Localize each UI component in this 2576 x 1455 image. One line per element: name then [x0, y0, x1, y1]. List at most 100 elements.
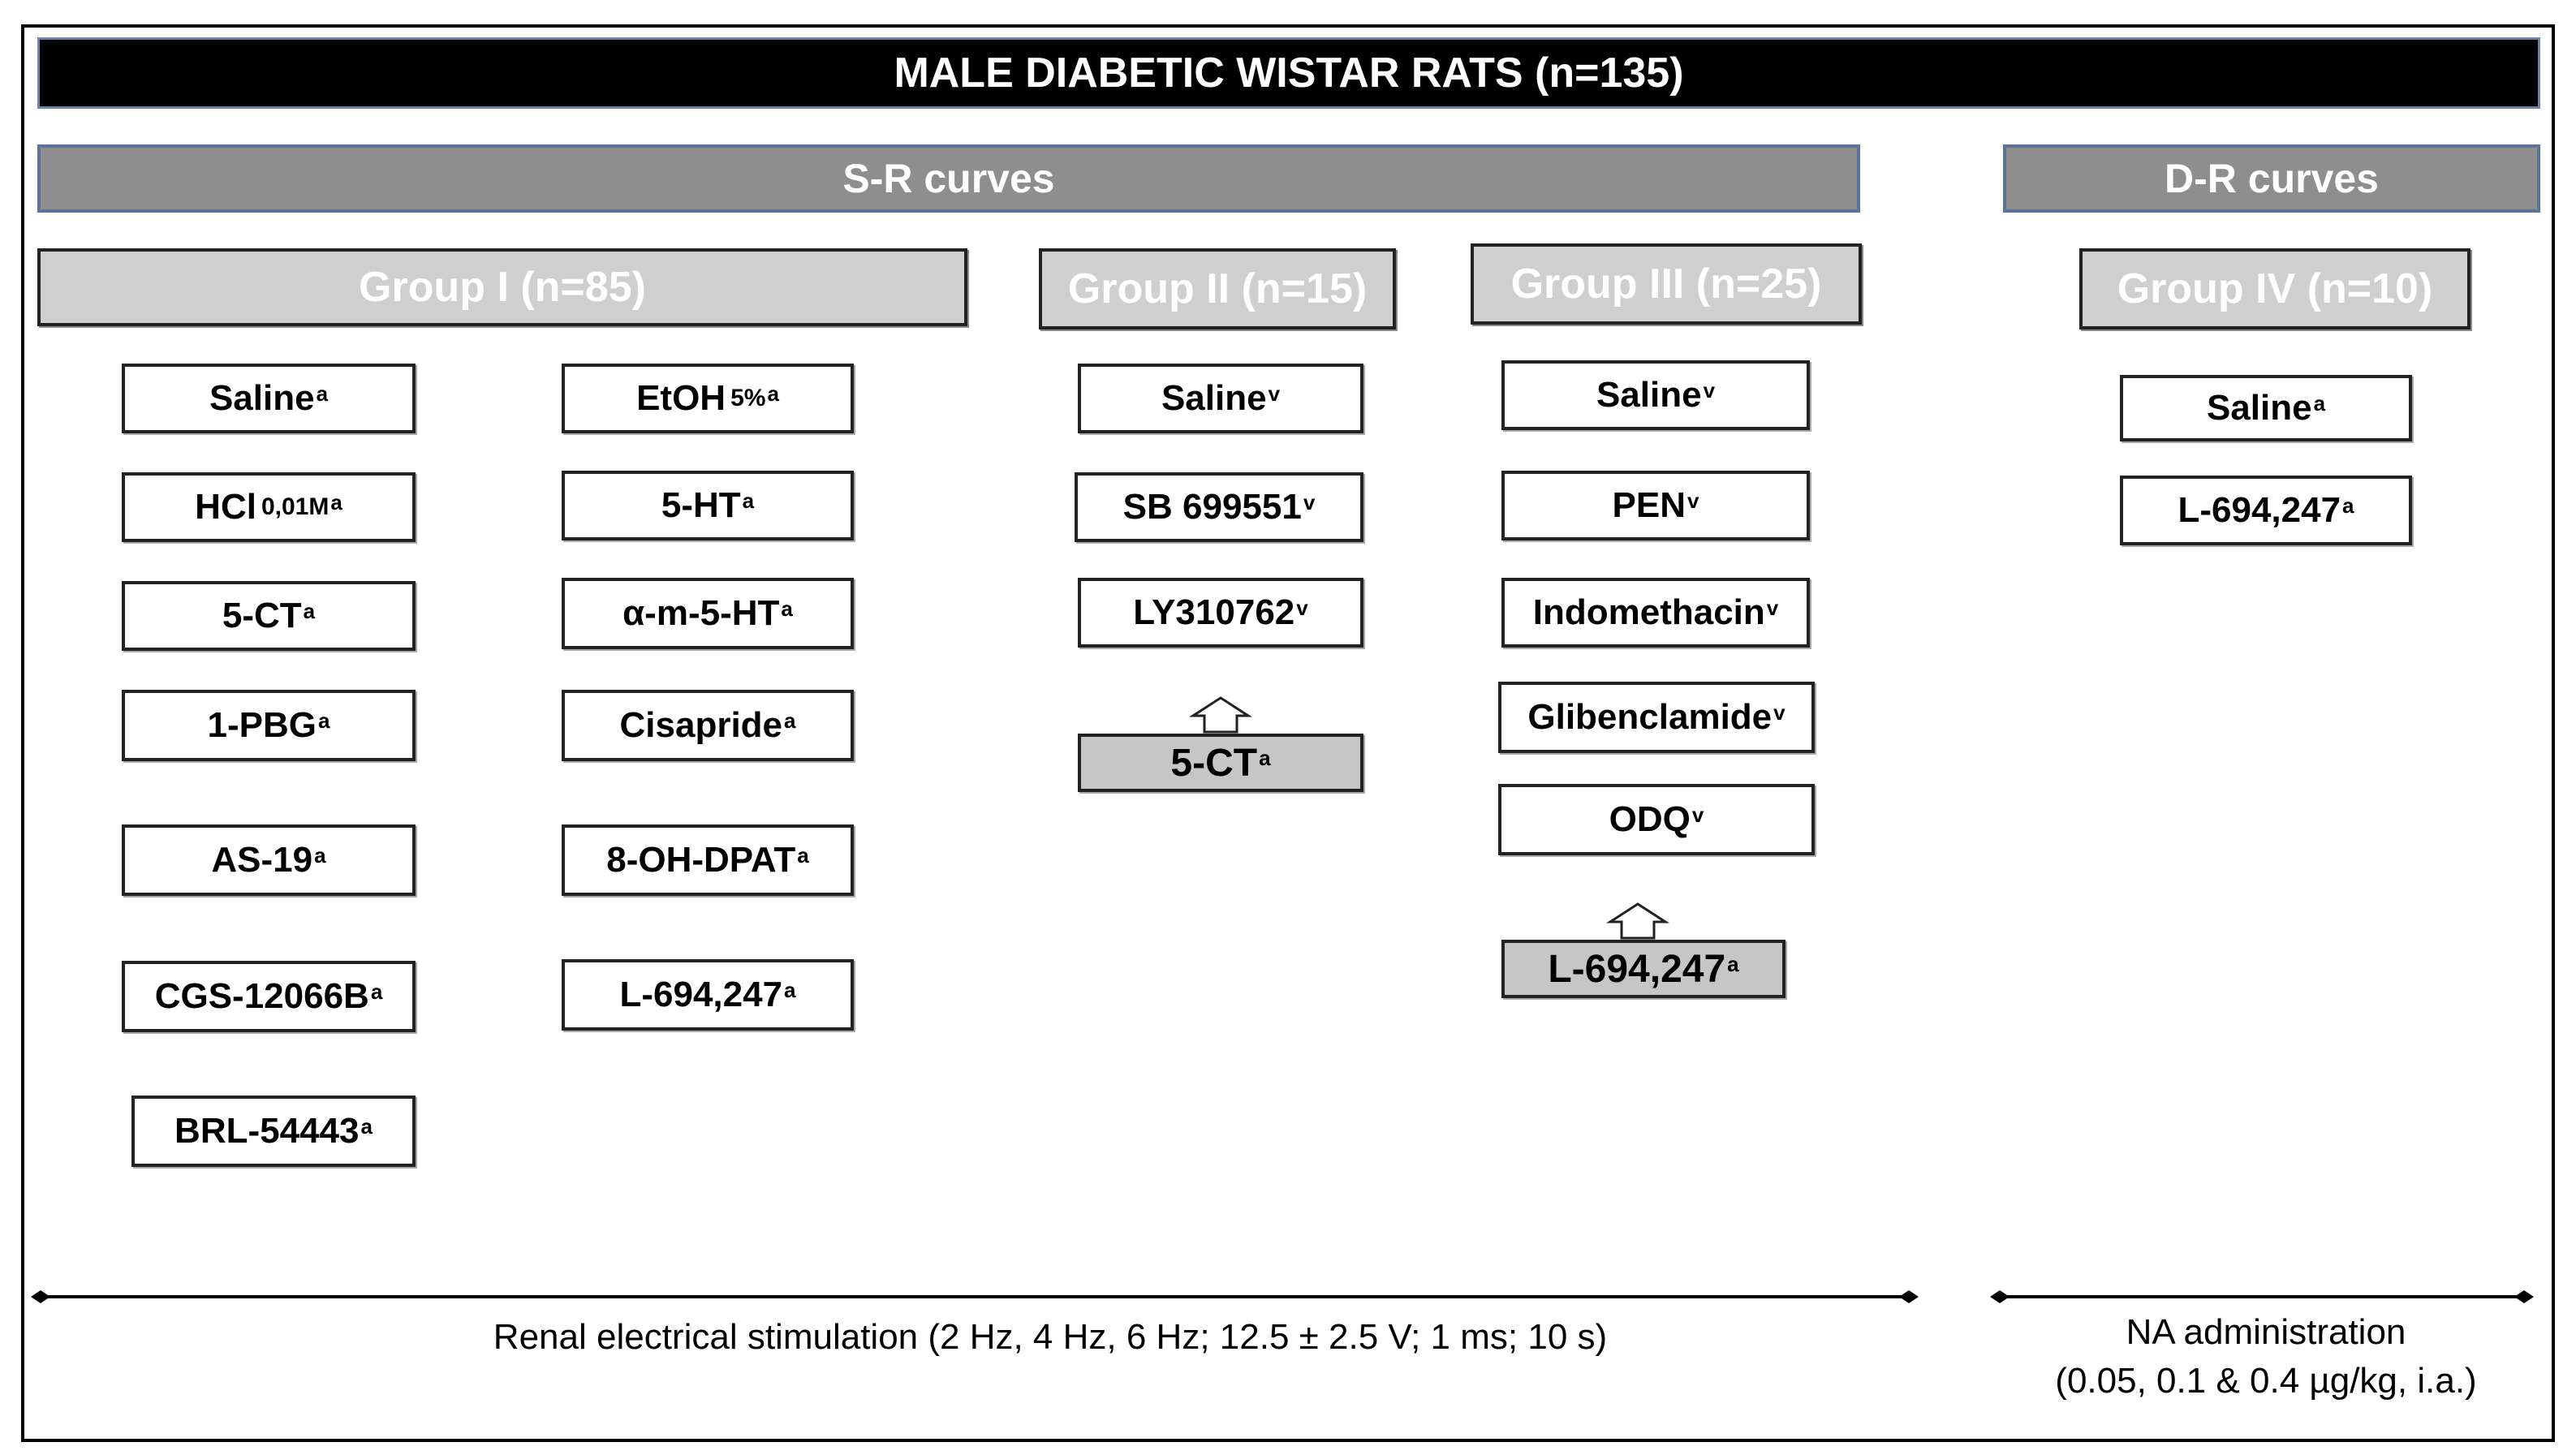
g3-glibenclamide-sup: v	[1773, 700, 1786, 725]
g2-5ct-agonist-label: 5-CT	[1170, 741, 1258, 785]
g3-odq-label: ODQ	[1609, 799, 1691, 839]
g2-up-arrow-icon	[1188, 696, 1253, 734]
sr-caption-text: Renal electrical stimulation (2 Hz, 4 Hz…	[493, 1317, 1608, 1357]
g3-l694247-agonist-label: L-694,247	[1548, 947, 1726, 991]
g1-saline-label: Saline	[209, 378, 315, 418]
dr-caption: NA administration (0.05, 0.1 & 0.4 µg/kg…	[1990, 1308, 2542, 1405]
g3-indomethacin-sup: v	[1766, 595, 1779, 620]
group-i-label: Group I (n=85)	[359, 264, 646, 311]
g1-cgs-sup: a	[370, 979, 383, 1004]
g4-l694247-label: L-694,247	[2178, 490, 2341, 530]
dr-timeline-left-cap-icon	[1990, 1290, 2010, 1303]
g4-saline-label: Saline	[2206, 388, 2312, 428]
group-iv-header: Group IV (n=10)	[2079, 248, 2470, 329]
g3-pen-label: PEN	[1612, 485, 1686, 525]
g3-indomethacin-label: Indomethacin	[1532, 592, 1765, 632]
g1-hcl-sup: a	[330, 489, 342, 514]
g3-glibenclamide-label: Glibenclamide	[1527, 697, 1773, 737]
title-bar: MALE DIABETIC WISTAR RATS (n=135)	[37, 37, 2540, 109]
g1-5ct-label: 5-CT	[222, 596, 302, 635]
sr-timeline-right-cap-icon	[1899, 1290, 1919, 1303]
g1-am5ht-label: α-m-5-HT	[622, 593, 780, 633]
g3-l694247-agonist-sup: a	[1727, 951, 1739, 976]
group-ii-label: Group II (n=15)	[1067, 265, 1368, 312]
dr-curves-bar: D-R curves	[2003, 144, 2540, 213]
g1-etoh-conc: 5%	[730, 385, 766, 411]
g2-ly310762-sup: v	[1296, 595, 1308, 620]
g2-5ct-agonist-sup: a	[1259, 745, 1271, 770]
g1-8ohdpat-sup: a	[797, 842, 809, 867]
g1-cgs-label: CGS-12066B	[154, 976, 369, 1016]
dr-caption-line1: NA administration	[2126, 1312, 2406, 1352]
group-i-header: Group I (n=85)	[37, 248, 967, 326]
g3-up-arrow-icon	[1605, 902, 1670, 940]
figure-frame	[21, 24, 2555, 1442]
sr-caption: Renal electrical stimulation (2 Hz, 4 Hz…	[37, 1313, 2063, 1362]
group-ii-header: Group II (n=15)	[1039, 248, 1396, 329]
g1-1pbg-sup: a	[318, 708, 330, 733]
g3-saline-sup: v	[1703, 377, 1716, 402]
g1-l694247-sup: a	[784, 977, 796, 1002]
g3-saline-label: Saline	[1596, 375, 1702, 415]
g1-l694247-label: L-694,247	[619, 975, 783, 1014]
g1-as19-label: AS-19	[211, 840, 313, 880]
g2-saline-label: Saline	[1161, 378, 1267, 418]
g1-brl-sup: a	[360, 1113, 373, 1139]
g1-cisapride-sup: a	[784, 708, 796, 733]
g4-saline-sup: a	[2313, 390, 2326, 415]
sr-curves-bar: S-R curves	[37, 144, 1860, 213]
sr-curves-label: S-R curves	[842, 156, 1055, 201]
g1-5ht-label: 5-HT	[661, 485, 741, 525]
g1-1pbg-label: 1-PBG	[207, 705, 317, 745]
g1-saline-sup: a	[316, 381, 329, 406]
title-text: MALE DIABETIC WISTAR RATS (n=135)	[894, 50, 1684, 97]
g1-as19-sup: a	[314, 842, 326, 867]
dr-curves-label: D-R curves	[2165, 156, 2379, 201]
g1-hcl-conc: 0,01M	[261, 493, 330, 520]
g1-hcl-label: HCl	[195, 487, 256, 527]
g1-5ht-sup: a	[742, 488, 755, 513]
g1-etoh-sup: a	[767, 381, 779, 406]
g1-am5ht-sup: a	[781, 596, 793, 621]
group-iv-label: Group IV (n=10)	[2117, 265, 2433, 312]
g2-ly310762-label: LY310762	[1133, 592, 1295, 632]
group-iii-header: Group III (n=25)	[1471, 243, 1862, 325]
g1-5ct-sup: a	[303, 598, 316, 623]
g3-odq-sup: v	[1691, 802, 1704, 827]
dr-timeline-right-cap-icon	[2514, 1290, 2534, 1303]
g4-l694247-sup: a	[2342, 493, 2354, 518]
g2-sb699551-label: SB 699551	[1122, 487, 1302, 527]
group-iii-label: Group III (n=25)	[1510, 260, 1822, 308]
g3-pen-sup: v	[1687, 488, 1699, 513]
g1-cisapride-label: Cisapride	[619, 705, 783, 745]
g1-etoh-label: EtOH	[636, 378, 726, 418]
g2-saline-sup: v	[1268, 381, 1281, 406]
g2-sb699551-sup: v	[1303, 489, 1316, 514]
g1-brl-label: BRL-54443	[174, 1111, 360, 1151]
dr-caption-line2: (0.05, 0.1 & 0.4 µg/kg, i.a.)	[2055, 1361, 2477, 1401]
g1-8ohdpat-label: 8-OH-DPAT	[606, 840, 796, 880]
